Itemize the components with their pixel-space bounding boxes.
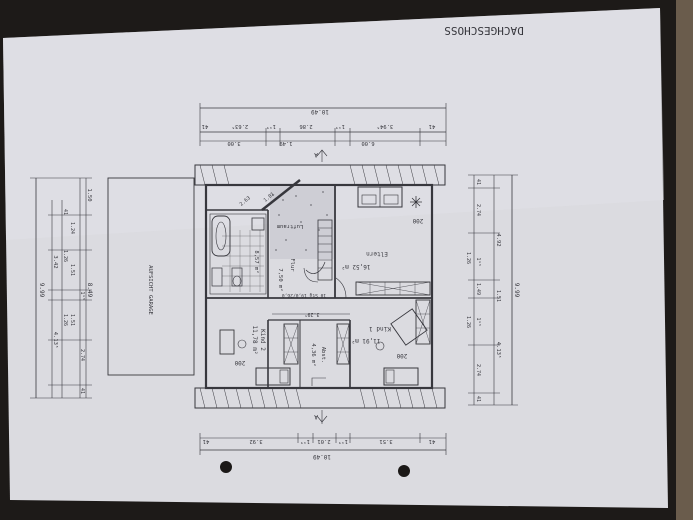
dim-bottom-seg: 1¹⁵ xyxy=(338,438,348,445)
dim-left-detail: 41 xyxy=(62,209,68,215)
dim-right-seg: 2.74 xyxy=(475,204,481,216)
eltern-label: Eltern xyxy=(366,250,388,257)
section-label-top: A xyxy=(314,151,318,158)
garage-outline: AUFSICHT GARAGE xyxy=(107,177,195,376)
section-label-bottom: A xyxy=(314,413,318,420)
bottom-dimensions: 41 3.92 1¹⁵ 2.01 1¹⁵ 3.51 41 10.49 xyxy=(199,433,447,460)
kind2-label: Kind 2 xyxy=(259,329,266,351)
chair-icon xyxy=(237,339,247,349)
dim-left-seg: 41 xyxy=(79,388,85,394)
wardrobe-kind2-icon xyxy=(283,323,299,365)
dim-left-total: 9.99 xyxy=(38,283,45,298)
flur-width: 3.29⁵ xyxy=(304,311,319,317)
shower-icon xyxy=(251,217,265,231)
photo-shading xyxy=(3,8,668,508)
dim-right-extra: 4.13⁵ xyxy=(495,342,502,359)
table-edge xyxy=(676,0,693,520)
bad-area: 8,57 m² xyxy=(253,250,260,273)
top-dimensions: 10.49 41 2.63⁵ 1¹⁵ 2.86 1¹⁵ 3.94⁵ 41 3.0… xyxy=(199,103,447,146)
dim-left-detail: 1.51 xyxy=(69,314,75,326)
dim-left-extra: 4.13⁵ xyxy=(52,332,59,349)
luftraum-area: Luftraum 1.01 2.63 xyxy=(239,179,334,259)
eltern-area: 16,52 m² xyxy=(342,263,371,270)
flur-area: 7,50 m² xyxy=(277,268,284,291)
dim-bottom-seg: 2.01 xyxy=(317,438,330,444)
right-dimensions: 41 2.74 1.26 1¹⁵ 1.49 1.26 1¹⁵ 2.74 41 4… xyxy=(465,174,520,406)
dim-left-seg: 1¹⁵ xyxy=(79,291,85,300)
abst-area: 4,36 m² xyxy=(310,343,317,366)
paper-sheet: DACHGESCHOSS 10.49 41 2.63⁵ 1¹⁵ 2.86 1¹⁵… xyxy=(3,8,668,508)
left-dimensions: 9.99 8.49 1.50 3.42 4.13⁵ 41 1.24 1.26 1… xyxy=(30,177,93,399)
dim-top-inner: 3.00 xyxy=(227,140,240,146)
flur-label: Flur xyxy=(289,258,295,272)
dim-top-seg: 41 xyxy=(202,123,209,129)
bathroom: 8,57 m² xyxy=(209,213,267,295)
sheet-title: DACHGESCHOSS xyxy=(444,24,523,37)
kind1-area: 11,91 m² xyxy=(352,337,381,344)
dim-top-inner: 6.00 xyxy=(361,140,374,146)
dim-bottom-seg: 3.51 xyxy=(379,438,392,444)
dim-right-seg: 41 xyxy=(475,179,481,185)
dim-right-seg: 1¹⁵ xyxy=(475,257,481,266)
dim-top-seg: 1¹⁵ xyxy=(335,123,345,130)
section-markers: A A xyxy=(314,149,328,424)
room-kind1: Kind 1 11,91 m² 200 xyxy=(352,299,431,386)
abst-label: Abst. xyxy=(320,347,326,364)
dim-right-detail: 1.26 xyxy=(465,316,471,328)
dim-right-total: 9.99 xyxy=(513,283,520,298)
dim-right-seg: 1.49 xyxy=(475,283,481,295)
dim-bottom-total: 10.49 xyxy=(313,453,331,460)
eltern-bed-size: 200 xyxy=(412,217,423,224)
room-kind2: 11,78 m² Kind 2 200 xyxy=(219,323,299,386)
kind1-label: Kind 1 xyxy=(369,325,391,332)
dim-right-seg: 41 xyxy=(475,396,481,402)
dim-left-detail: 1.51 xyxy=(69,264,75,276)
dim-bottom-seg: 1¹⁵ xyxy=(300,438,310,445)
stair-note: 10 Stg 19,0/26,0 xyxy=(282,292,326,298)
building-walls xyxy=(194,164,446,409)
dim-top-seg: 3.94⁵ xyxy=(377,123,394,130)
dim-right-detail: 1.51 xyxy=(495,290,501,302)
punch-hole-right xyxy=(398,465,410,477)
kind2-area: 11,78 m² xyxy=(251,326,258,355)
room-eltern: 200 Eltern 16,52 m² xyxy=(342,186,431,296)
dim-left-detail: 1.26 xyxy=(62,314,68,326)
dim-top-seg: 41 xyxy=(429,123,436,129)
dim-right-extra: 4.92 xyxy=(495,233,501,246)
sink-icon xyxy=(211,267,223,287)
kind1-bed-size: 200 xyxy=(396,352,407,359)
desk-kind1-icon xyxy=(390,308,428,346)
dim-left-extra: 3.42 xyxy=(52,255,58,268)
bathtub-icon xyxy=(211,215,231,257)
dim-left-inner-total: 8.49 xyxy=(86,283,93,298)
dim-top-seg: 1¹⁵ xyxy=(266,123,276,130)
dim-top-seg: 2.63⁵ xyxy=(232,123,249,130)
dim-right-seg: 2.74 xyxy=(475,364,481,376)
dim-left-extra: 1.50 xyxy=(86,188,92,201)
bed-kind1-icon xyxy=(383,367,419,386)
luftraum-label: Luftraum xyxy=(276,223,303,229)
kind2-bed-size: 200 xyxy=(234,359,245,366)
dim-left-seg: 2.74 xyxy=(79,349,85,361)
garage-label: AUFSICHT GARAGE xyxy=(147,265,153,315)
dim-left-detail: 1.26 xyxy=(62,250,68,262)
room-flur: 7,50 m² Flur 3.29⁵ xyxy=(272,258,350,317)
staircase: 10 Stg 19,0/26,0 xyxy=(282,219,333,298)
dim-left-detail: 1.24 xyxy=(69,222,75,234)
dim-bottom-seg: 41 xyxy=(429,438,436,444)
dim-top-total: 10.49 xyxy=(311,108,329,115)
dim-bottom-seg: 41 xyxy=(203,438,210,444)
wardrobe-icon xyxy=(355,281,431,296)
room-abst: 4,36 m² Abst. xyxy=(310,323,350,386)
dim-right-seg: 1¹⁵ xyxy=(475,317,481,326)
dim-bottom-seg: 3.92 xyxy=(249,438,262,444)
plant-icon xyxy=(410,196,422,208)
desk-icon xyxy=(219,329,235,355)
dim-right-detail: 1.26 xyxy=(465,252,471,264)
dim-top-inner: 1.49 xyxy=(279,140,292,146)
bed-icon xyxy=(255,367,291,386)
dim-top-seg: 2.86 xyxy=(299,123,312,129)
punch-hole-left xyxy=(220,461,232,473)
